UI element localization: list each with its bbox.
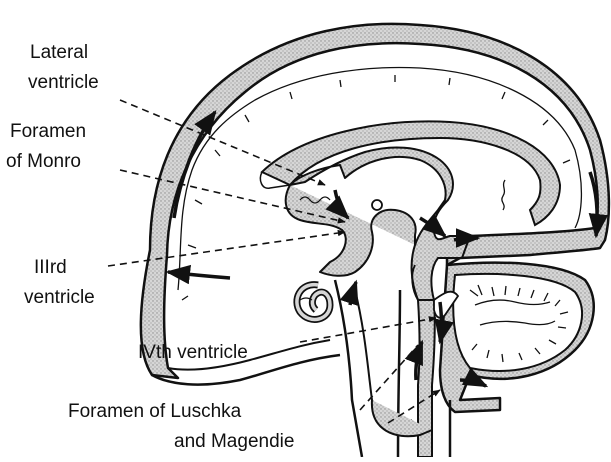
label-foramen-luschka-line1: Foramen of Luschka: [68, 401, 241, 423]
label-fourth-ventricle: IVth ventricle: [138, 342, 248, 364]
label-third-ventricle-line2: ventricle: [24, 287, 95, 309]
label-foramen-monro-line1: Foramen: [10, 121, 86, 143]
label-lateral-ventricle-line1: Lateral: [30, 42, 88, 64]
massa-intermedia: [372, 200, 382, 210]
label-third-ventricle-line1: IIIrd: [34, 257, 67, 279]
label-lateral-ventricle-line2: ventricle: [28, 72, 99, 94]
label-foramen-monro-line2: of Monro: [6, 151, 81, 173]
label-foramen-luschka-line2: and Magendie: [174, 431, 294, 453]
ventricular-system: [286, 147, 470, 300]
